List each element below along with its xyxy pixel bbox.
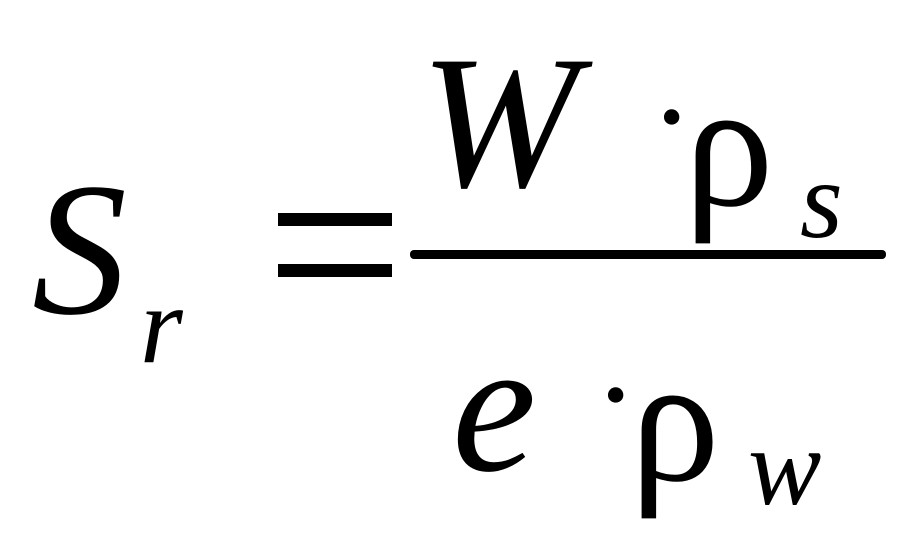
equals-sign-top-bar — [278, 213, 392, 226]
numerator-symbol: W — [420, 18, 579, 228]
numerator-operator: · — [650, 45, 694, 189]
denominator-symbol: e — [452, 302, 537, 512]
numerator-density: ρ — [684, 45, 774, 244]
numerator-density-subscript: s — [800, 139, 843, 261]
lhs-symbol: S — [32, 145, 127, 355]
lhs-subscript: r — [140, 264, 183, 386]
denominator-density-subscript: w — [748, 406, 822, 528]
equals-sign-bottom-bar — [278, 264, 392, 277]
denominator-density: ρ — [630, 320, 720, 519]
denominator-operator: · — [594, 323, 638, 467]
fraction-bar — [410, 250, 886, 259]
